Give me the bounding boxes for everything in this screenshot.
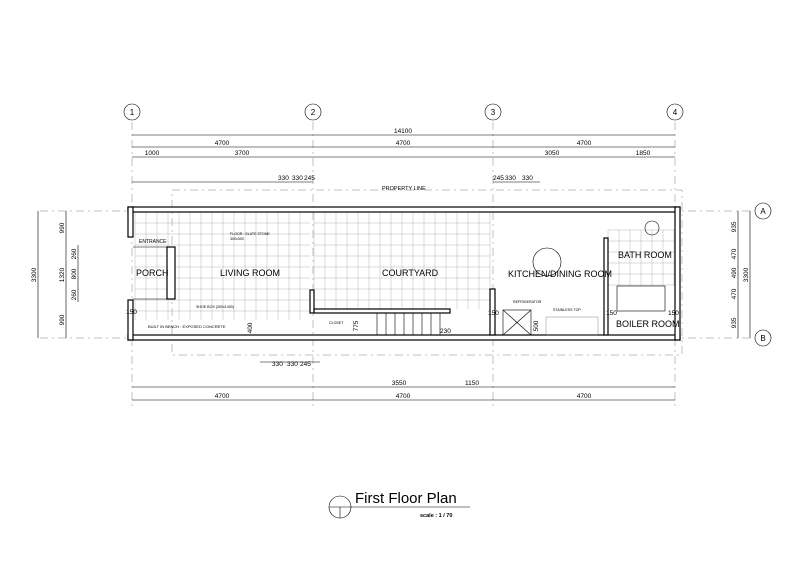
dim-top-bay: 4700 — [215, 140, 230, 147]
dim-right-part: 490 — [731, 267, 738, 278]
dim-window: 330 — [272, 361, 283, 368]
grid-b: B — [760, 334, 765, 343]
dim-top-sub: 3050 — [545, 150, 560, 157]
dim-window: 330 — [287, 361, 298, 368]
grid-2: 2 — [311, 108, 316, 117]
grid-bubbles: 1 2 3 4 A B — [123, 103, 772, 347]
dim-bottom-sub: 3550 — [392, 380, 407, 387]
dim-bottom-bay: 4700 — [215, 393, 230, 400]
dim-left-overall: 3300 — [31, 267, 38, 282]
dim-wall: 150 — [668, 310, 679, 317]
dim-bench: 400 — [247, 322, 254, 333]
dim-right-part: 470 — [731, 248, 738, 259]
dimension-lines — [37, 134, 751, 401]
dim-right-part: 935 — [731, 317, 738, 328]
dim-closet: 775 — [353, 320, 360, 331]
grid-a: A — [760, 207, 766, 216]
label-closet: CLOSET — [329, 321, 344, 325]
dim-top-sub: 3700 — [235, 150, 250, 157]
dim-top-sub: 1000 — [145, 150, 160, 157]
room-kitchen: KITCHEN/DINING ROOM — [508, 269, 612, 279]
drawing-scale: scale : 1 / 70 — [420, 513, 452, 519]
dim-right-part: 935 — [731, 221, 738, 232]
dim-window: 330 — [278, 175, 289, 182]
dim-left-door: 260 — [71, 248, 78, 259]
dim-right-overall: 3300 — [743, 267, 750, 282]
room-labels: PORCH LIVING ROOM COURTYARD KITCHEN/DINI… — [136, 239, 680, 329]
dim-window: 330 — [505, 175, 516, 182]
dim-overall-top: 14100 — [394, 128, 412, 135]
label-entrance: ENTRANCE — [139, 239, 167, 245]
shoe-box-note: SHOE BOX (300x1400) — [196, 305, 234, 309]
floor-note: FLOOR : SLATE STONE — [230, 232, 270, 236]
drawing-title: First Floor Plan — [355, 490, 457, 507]
dim-left-door: 800 — [71, 268, 78, 279]
dim-left-door: 260 — [71, 289, 78, 300]
dim-counter: 500 — [533, 320, 540, 331]
bench-note: BUILT IN BENCH : EXPOSED CONCRETE — [148, 324, 226, 329]
dim-top-bay: 4700 — [577, 140, 592, 147]
stairs — [376, 313, 441, 335]
grid-1: 1 — [130, 108, 135, 117]
dim-window: 245 — [300, 361, 311, 368]
dim-stair: 230 — [440, 328, 451, 335]
title-block: First Floor Plan scale : 1 / 70 — [328, 490, 470, 519]
dim-wall: 150 — [606, 310, 617, 317]
room-boiler: BOILER ROOM — [616, 319, 680, 329]
floor-tiles — [134, 211, 675, 320]
dim-top-sub: 1850 — [636, 150, 651, 157]
dim-bottom-sub: 1150 — [465, 380, 479, 387]
dim-wall: 150 — [126, 309, 137, 316]
dim-left-part: 990 — [59, 314, 66, 325]
dim-window: 330 — [292, 175, 303, 182]
grid-4: 4 — [673, 108, 678, 117]
property-line-label: PROPERTY LINE — [382, 186, 426, 192]
stainless-top-note: STAINLESS TOP — [553, 308, 581, 312]
floor-size-note: 300x300 — [230, 237, 244, 241]
dim-window: 245 — [304, 175, 315, 182]
dim-wall: 150 — [488, 310, 499, 317]
dim-left-part: 990 — [59, 222, 66, 233]
room-courtyard: COURTYARD — [382, 268, 439, 278]
dim-window: 330 — [522, 175, 533, 182]
annotations: PROPERTY LINE FLOOR : SLATE STONE 300x30… — [148, 186, 581, 329]
dim-window: 245 — [493, 175, 504, 182]
dim-bottom-bay: 4700 — [577, 393, 592, 400]
room-bath: BATH ROOM — [618, 250, 672, 260]
room-porch: PORCH — [136, 268, 169, 278]
grid-3: 3 — [491, 108, 496, 117]
dim-right-part: 470 — [731, 288, 738, 299]
grid-lines — [40, 122, 752, 410]
dim-left-part: 1320 — [59, 267, 66, 282]
refrigerator-note: REFRIGERATOR — [513, 300, 542, 304]
dim-top-bay: 4700 — [396, 140, 411, 147]
dimension-labels: 14100 4700 4700 4700 1000 3700 3050 1850… — [31, 128, 750, 400]
dim-bottom-bay: 4700 — [396, 393, 411, 400]
room-living: LIVING ROOM — [220, 268, 280, 278]
